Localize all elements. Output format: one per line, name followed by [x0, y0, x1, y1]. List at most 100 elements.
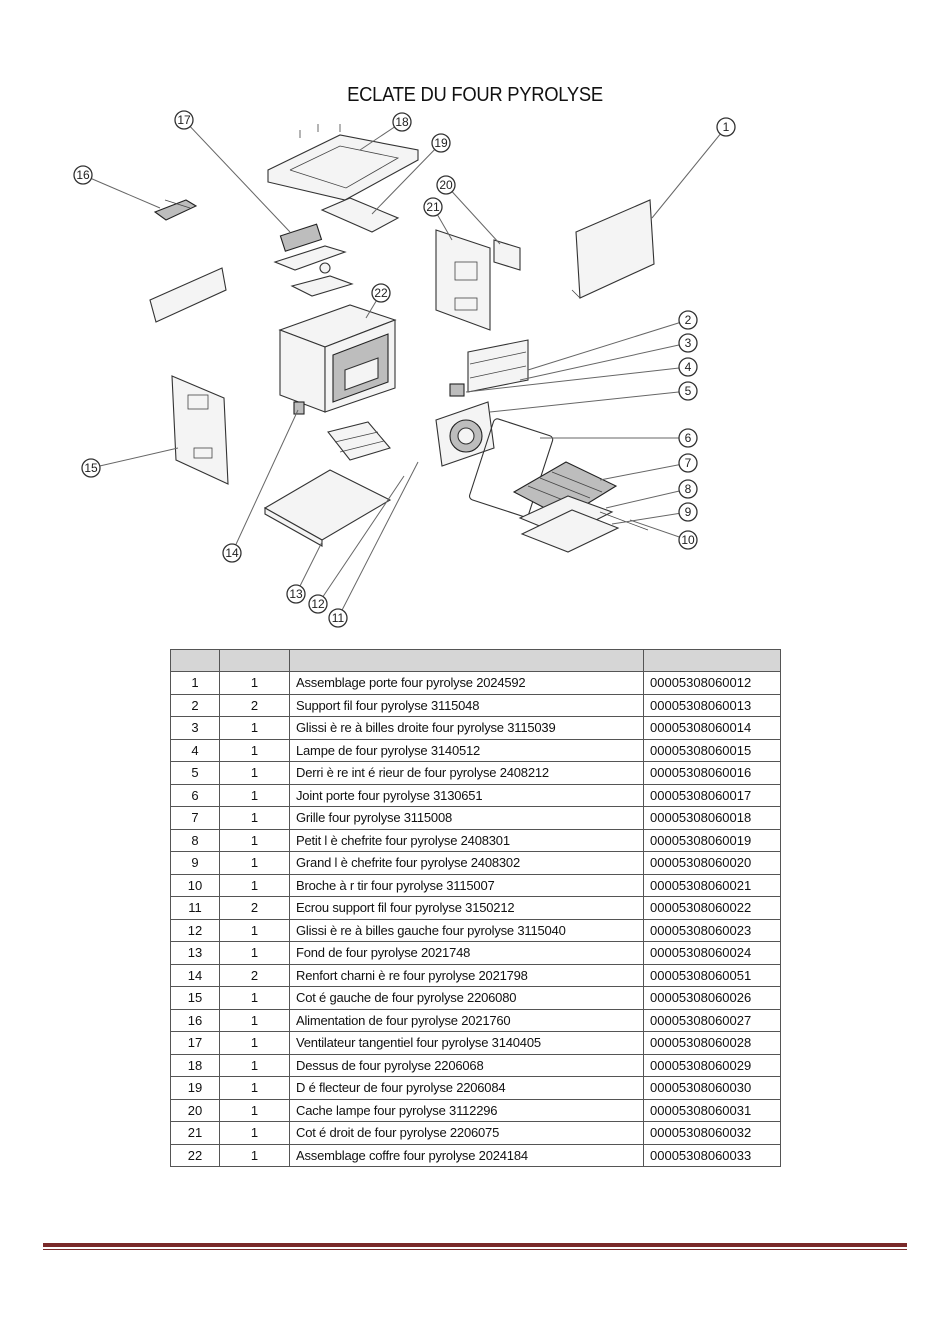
svg-text:13: 13 — [289, 587, 303, 601]
row-description: Broche à r tir four pyrolyse 3115007 — [289, 873, 644, 897]
svg-text:17: 17 — [177, 113, 191, 127]
part-rear-interior — [435, 401, 495, 467]
footer-rule — [43, 1243, 907, 1247]
row-reference: 00005308060016 — [643, 761, 781, 785]
part-right-side — [435, 229, 491, 331]
svg-text:12: 12 — [311, 597, 325, 611]
callout-17: 17 — [174, 110, 194, 130]
svg-text:22: 22 — [374, 286, 388, 300]
part-hinge-reinforcement — [293, 401, 305, 415]
footer-rule-thin — [43, 1249, 907, 1250]
row-number: 4 — [170, 738, 220, 762]
row-quantity: 1 — [219, 986, 290, 1010]
svg-text:8: 8 — [685, 482, 692, 496]
row-description: Assemblage coffre four pyrolyse 2024184 — [289, 1143, 644, 1167]
row-quantity: 1 — [219, 873, 290, 897]
callout-12: 12 — [308, 594, 328, 614]
svg-text:14: 14 — [225, 546, 239, 560]
row-reference: 00005308060024 — [643, 941, 781, 965]
row-number: 5 — [170, 761, 220, 785]
row-description: Glissi è re à billes gauche four pyrolys… — [289, 918, 644, 942]
row-reference: 00005308060029 — [643, 1053, 781, 1077]
row-number: 22 — [170, 1143, 220, 1167]
row-number: 2 — [170, 693, 220, 717]
row-quantity: 1 — [219, 918, 290, 942]
callout-4: 4 — [678, 357, 698, 377]
header-num — [170, 649, 220, 672]
row-description: Derri è re int é rieur de four pyrolyse … — [289, 761, 644, 785]
row-quantity: 1 — [219, 851, 290, 875]
row-reference: 00005308060026 — [643, 986, 781, 1010]
row-number: 15 — [170, 986, 220, 1010]
row-description: Petit l è chefrite four pyrolyse 2408301 — [289, 828, 644, 852]
row-number: 6 — [170, 783, 220, 807]
row-quantity: 1 — [219, 828, 290, 852]
row-description: Ecrou support fil four pyrolyse 3150212 — [289, 896, 644, 920]
row-reference: 00005308060032 — [643, 1121, 781, 1145]
row-quantity: 1 — [219, 761, 290, 785]
row-description: Cot é gauche de four pyrolyse 2206080 — [289, 986, 644, 1010]
row-reference: 00005308060017 — [643, 783, 781, 807]
page-title: ECLATE DU FOUR PYROLYSE — [347, 84, 603, 106]
callout-15: 15 — [81, 458, 101, 478]
svg-text:9: 9 — [685, 505, 692, 519]
row-number: 19 — [170, 1076, 220, 1100]
svg-text:4: 4 — [685, 360, 692, 374]
row-quantity: 1 — [219, 1143, 290, 1167]
row-quantity: 1 — [219, 1008, 290, 1032]
callout-16: 16 — [73, 165, 93, 185]
svg-text:16: 16 — [76, 168, 90, 182]
row-description: Assemblage porte four pyrolyse 2024592 — [289, 671, 644, 695]
row-description: Grand l è chefrite four pyrolyse 2408302 — [289, 851, 644, 875]
row-quantity: 1 — [219, 1076, 290, 1100]
row-description: Alimentation de four pyrolyse 2021760 — [289, 1008, 644, 1032]
row-quantity: 1 — [219, 783, 290, 807]
part-rotisserie — [599, 511, 649, 531]
part-oven-cavity — [278, 304, 397, 413]
callout-11: 11 — [328, 608, 348, 628]
callout-13: 13 — [286, 584, 306, 604]
row-number: 10 — [170, 873, 220, 897]
callout-7: 7 — [678, 453, 698, 473]
row-description: Ventilateur tangentiel four pyrolyse 314… — [289, 1031, 644, 1055]
row-quantity: 1 — [219, 806, 290, 830]
row-number: 16 — [170, 1008, 220, 1032]
row-reference: 00005308060012 — [643, 671, 781, 695]
row-number: 3 — [170, 716, 220, 740]
callout-22: 22 — [371, 283, 391, 303]
row-quantity: 1 — [219, 1121, 290, 1145]
callout-14: 14 — [222, 543, 242, 563]
row-description: Lampe de four pyrolyse 3140512 — [289, 738, 644, 762]
part-lamp — [449, 383, 465, 397]
row-description: D é flecteur de four pyrolyse 2206084 — [289, 1076, 644, 1100]
svg-text:20: 20 — [439, 178, 453, 192]
row-quantity: 1 — [219, 1053, 290, 1077]
callout-5: 5 — [678, 381, 698, 401]
row-number: 8 — [170, 828, 220, 852]
row-quantity: 1 — [219, 941, 290, 965]
svg-text:10: 10 — [681, 533, 695, 547]
header-ref — [643, 649, 781, 672]
callout-21: 21 — [423, 197, 443, 217]
svg-text:5: 5 — [685, 384, 692, 398]
exploded-view-diagram: 1 2 3 4 5 6 7 8 9 10 11 12 13 14 15 16 1… — [73, 110, 736, 628]
callout-3: 3 — [678, 333, 698, 353]
row-quantity: 2 — [219, 693, 290, 717]
row-reference: 00005308060028 — [643, 1031, 781, 1055]
row-reference: 00005308060031 — [643, 1098, 781, 1122]
callout-18: 18 — [392, 112, 412, 132]
part-bottom — [263, 469, 392, 547]
part-large-tray — [520, 509, 620, 553]
svg-text:3: 3 — [685, 336, 692, 350]
callout-19: 19 — [431, 133, 451, 153]
